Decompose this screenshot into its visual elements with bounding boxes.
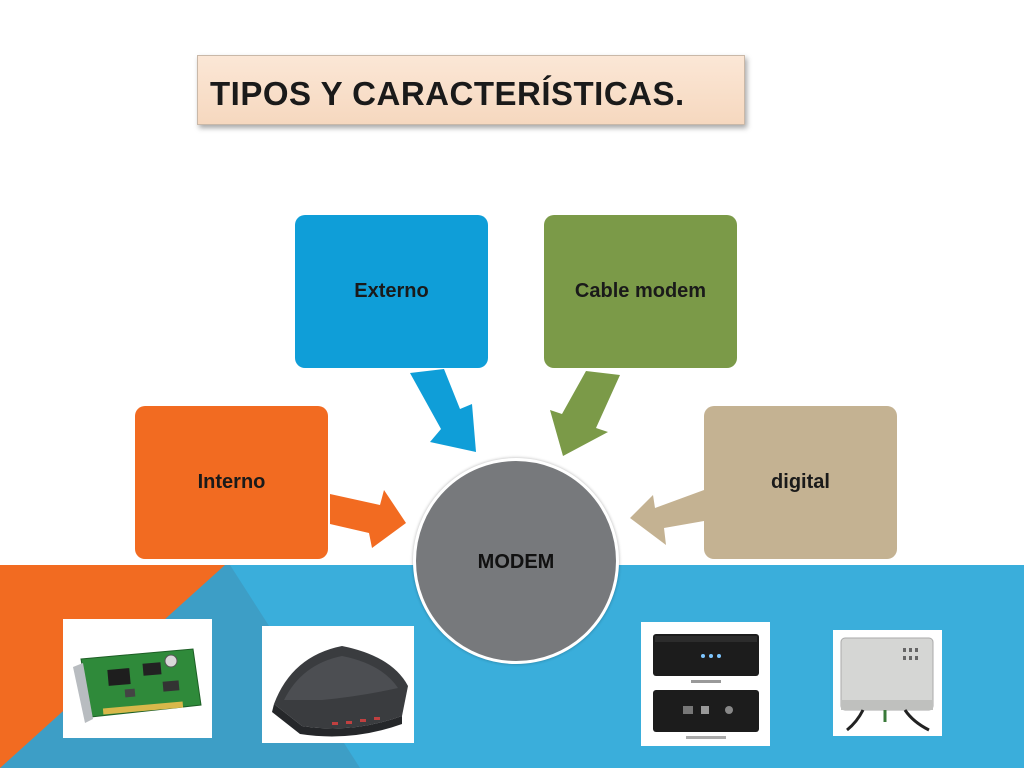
digital-modem-image [833, 630, 942, 736]
slide-title: TIPOS Y CARACTERÍSTICAS. [210, 75, 685, 112]
node-externo: Externo [295, 215, 488, 368]
node-cable-modem: Cable modem [544, 215, 737, 368]
cable-modem-image [641, 622, 770, 746]
node-digital-label: digital [771, 471, 830, 493]
external-modem-image [262, 626, 414, 743]
arrow-interno [330, 490, 406, 548]
node-externo-label: Externo [354, 280, 429, 302]
title-box: TIPOS Y CARACTERÍSTICAS. [197, 55, 745, 125]
node-interno: Interno [135, 406, 328, 559]
arrow-externo [410, 369, 476, 452]
node-cable-modem-label: Cable modem [574, 280, 707, 302]
node-digital: digital [704, 406, 897, 559]
center-modem-circle: MODEM [413, 458, 619, 664]
arrow-cable [550, 371, 620, 456]
center-label: MODEM [477, 550, 555, 573]
internal-modem-card-image [63, 619, 212, 738]
arrow-digital [630, 490, 704, 545]
node-interno-label: Interno [197, 471, 266, 493]
